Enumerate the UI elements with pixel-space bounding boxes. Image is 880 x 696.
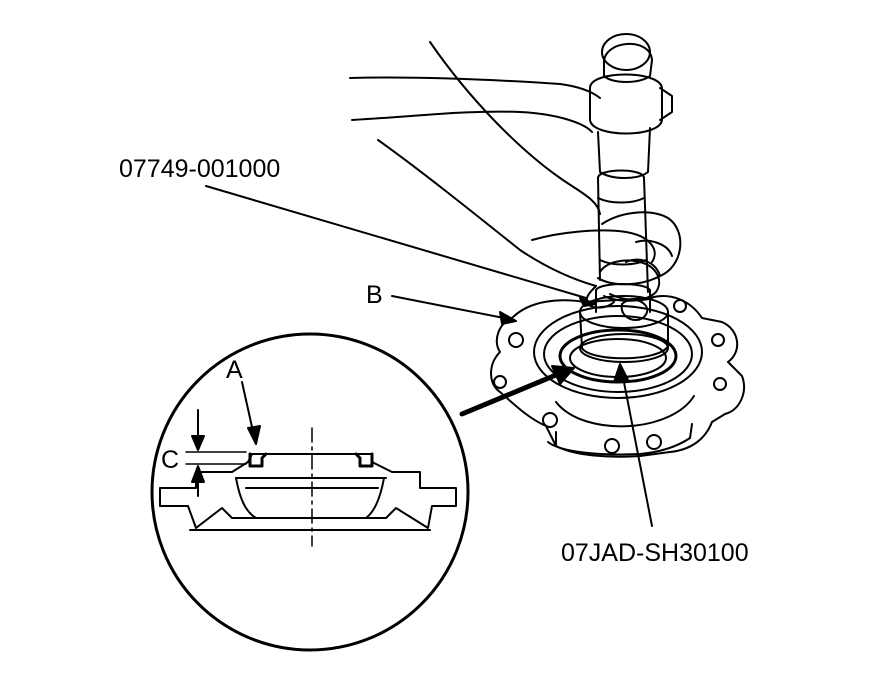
tool-number-label-1: 07749-001000 <box>119 155 281 183</box>
bolt-hole <box>713 377 727 391</box>
arrowhead <box>579 297 597 307</box>
tool-number-label-2: 07JAD-SH30100 <box>561 539 749 567</box>
callout-label-c: C <box>161 446 180 474</box>
callout-label-a: A <box>226 356 243 384</box>
bolt-hole <box>542 412 558 428</box>
leader-line-b <box>391 295 515 321</box>
dimension-extension-lines <box>185 451 247 465</box>
housing-flange <box>490 295 745 458</box>
callout-label-b: B <box>366 281 383 309</box>
bolt-hole <box>604 438 620 454</box>
bolt-hole <box>673 299 687 313</box>
detail-circle <box>150 332 470 652</box>
bolt-hole <box>711 333 725 347</box>
detail-view <box>150 332 470 652</box>
seal-right <box>354 452 374 468</box>
leader-lines <box>205 185 653 527</box>
bolt-hole <box>493 375 507 389</box>
bolt-hole <box>646 434 662 450</box>
leader-line-tool-1 <box>205 185 587 299</box>
detail-pointer-arrow <box>459 367 571 417</box>
detail-pointer-arrowhead <box>551 365 575 385</box>
leader-line-tool-2 <box>621 371 653 527</box>
seal-left <box>248 452 268 468</box>
operator-hand <box>349 41 682 321</box>
arrowhead <box>613 363 629 383</box>
arrowhead <box>247 425 261 445</box>
bolt-hole <box>508 332 524 348</box>
driver-attachment <box>579 283 669 363</box>
housing-section <box>159 453 457 529</box>
hammer <box>589 33 673 179</box>
arrowhead <box>499 311 517 325</box>
